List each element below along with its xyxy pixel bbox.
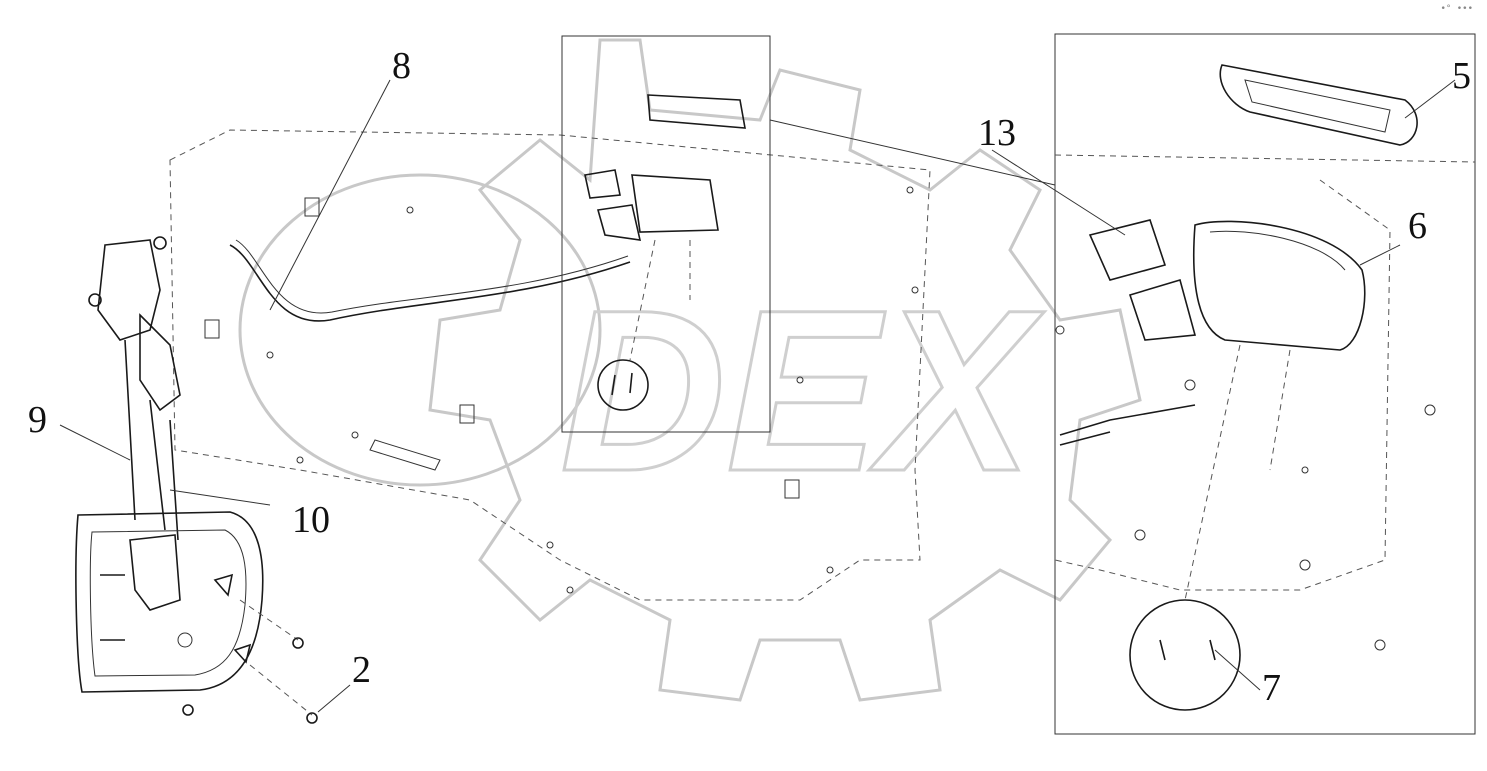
detail-box-middle: [561, 35, 771, 433]
handle-bracket: [1128, 278, 1197, 341]
leader-lines: [59, 79, 1456, 713]
handle-clip: [177, 632, 193, 648]
handle-cup-rim: [1209, 230, 1346, 271]
detail-divider: [1054, 154, 1476, 163]
leader-2: [317, 684, 351, 713]
leader-5: [1404, 79, 1456, 119]
handle-end-cap: [1088, 219, 1167, 281]
leader-9: [59, 424, 131, 461]
watermark: DEX: [238, 38, 1142, 702]
panel-outline-detail: [1054, 179, 1391, 591]
panel-clip-hole: [304, 197, 320, 217]
latch-bolt: [153, 236, 167, 250]
detail-box-right: [1054, 33, 1476, 735]
screws-small: [611, 372, 633, 396]
detail-leaders: [629, 239, 691, 361]
leader-8: [269, 79, 391, 311]
callout-7: 7: [1262, 667, 1281, 709]
door-release-cable: [229, 244, 631, 322]
screws: [1159, 639, 1216, 661]
handle-trim-bezel: [1219, 64, 1418, 146]
leader-10: [169, 489, 271, 506]
callout-labels: 8 13 5 6 9 10 2 7: [28, 45, 1471, 709]
callout-9: 9: [28, 399, 47, 441]
inner-handle-housing: [75, 511, 264, 693]
callout-5: 5: [1452, 55, 1471, 97]
callout-8: 8: [392, 45, 411, 87]
door-latch-assembly: [88, 236, 181, 541]
callout-10: 10: [292, 499, 330, 541]
watermark-ring: [238, 173, 602, 487]
callout-6: 6: [1408, 205, 1427, 247]
panel-top-edge: [769, 119, 1056, 186]
detail-frame: [561, 35, 771, 433]
callout-13: 13: [978, 112, 1016, 154]
watermark-gear: [428, 38, 1142, 702]
handle-lever: [129, 534, 181, 611]
leader-7: [1214, 649, 1261, 691]
handle-cup-small: [631, 174, 719, 233]
door-release-cable-sheath: [235, 239, 629, 314]
handle-clips: [213, 573, 252, 664]
leader-13: [991, 149, 1126, 236]
screw-detail-circle: [1129, 599, 1241, 711]
handle-tabs: [100, 574, 125, 641]
handle-bezel-inner: [89, 529, 247, 677]
door-trim-panel: [169, 119, 1436, 651]
fastener-nut: [306, 712, 318, 724]
panel-screw-holes: [266, 186, 1436, 651]
leader-6: [1359, 244, 1401, 266]
latch-bolt: [88, 293, 102, 307]
screw-detail-circle: [597, 359, 649, 411]
latch-rods: [124, 339, 179, 541]
watermark-text: DEX: [560, 262, 1045, 519]
fastener-nut: [292, 637, 304, 649]
handle-cup: [1192, 220, 1366, 351]
panel-slot: [369, 439, 441, 471]
handle-cap-small: [584, 169, 621, 199]
fastener-nut: [182, 704, 194, 716]
handle-bezel-outer: [75, 511, 264, 693]
panel-clip-hole: [459, 404, 475, 424]
panel-outline: [169, 129, 931, 601]
panel-clip-hole: [204, 319, 220, 339]
latch-body: [97, 239, 161, 341]
panel-clip-hole: [784, 479, 800, 499]
cable-end: [1059, 404, 1196, 446]
callout-2: 2: [352, 649, 371, 691]
corner-mark: •° •••: [1440, 4, 1473, 14]
fastener-leader: [239, 599, 313, 716]
latch-lever: [139, 313, 181, 412]
detail-leaders: [1184, 344, 1291, 601]
handle-bracket-small: [596, 204, 642, 241]
fasteners-2: [182, 599, 318, 724]
handle-trim-bezel-inner: [1244, 79, 1391, 133]
detail-frame: [1054, 33, 1476, 735]
handle-bezel-small: [647, 94, 746, 129]
